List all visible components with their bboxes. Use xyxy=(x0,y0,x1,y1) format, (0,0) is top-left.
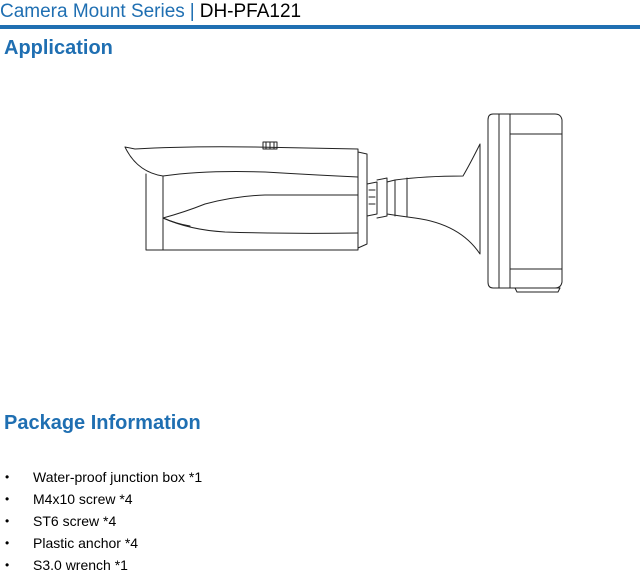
header-title: Camera Mount Series|DH-PFA121 xyxy=(0,1,301,23)
bullet: • xyxy=(5,514,10,528)
model-number: DH-PFA121 xyxy=(199,1,302,22)
header-rule xyxy=(0,25,640,29)
application-heading: Application xyxy=(4,37,113,59)
camera-collar xyxy=(357,151,368,249)
camera-body xyxy=(145,173,359,251)
series-name: Camera Mount Series xyxy=(0,1,185,22)
list-item-text: ST6 screw *4 xyxy=(33,513,117,529)
document-header: Camera Mount Series|DH-PFA121 xyxy=(0,0,640,30)
mount-joint xyxy=(366,181,378,217)
bullet: • xyxy=(5,492,10,506)
mount-arm xyxy=(386,143,481,255)
bullet: • xyxy=(5,558,10,572)
bullet: • xyxy=(5,536,10,550)
package-information-heading: Package Information xyxy=(4,412,201,434)
list-item-text: Water-proof junction box *1 xyxy=(33,469,203,485)
camera-mount-drawing xyxy=(124,113,563,293)
header-separator: | xyxy=(189,1,195,22)
list-item-text: S3.0 wrench *1 xyxy=(33,557,128,573)
list-item-text: M4x10 screw *4 xyxy=(33,491,133,507)
bullet: • xyxy=(5,470,10,484)
camera-sunshield xyxy=(124,146,359,178)
list-item-text: Plastic anchor *4 xyxy=(33,535,139,551)
